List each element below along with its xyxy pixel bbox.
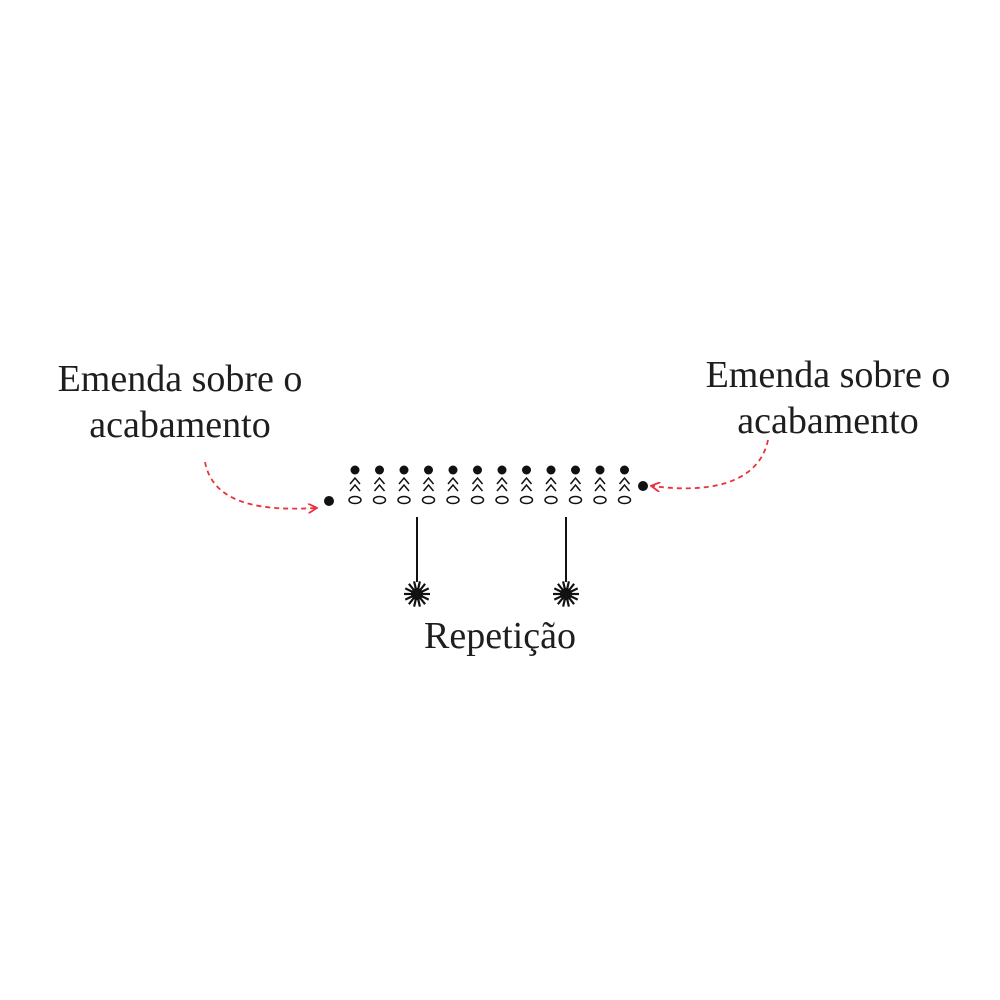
stitch-column <box>568 465 583 505</box>
stitch-column <box>348 465 362 505</box>
chain-oval-icon <box>593 495 607 505</box>
increase-caret-icon <box>422 483 435 492</box>
chain-oval-icon <box>544 495 558 505</box>
slip-stitch-dot-icon <box>448 465 458 475</box>
repeat-starburst-icon-left <box>404 581 430 607</box>
stitch-column <box>544 465 558 505</box>
increase-caret-icon <box>594 483 606 492</box>
repeat-starburst-icon-right <box>553 581 579 607</box>
stitch-column <box>421 465 436 505</box>
increase-caret-icon <box>373 483 386 492</box>
slip-stitch-dot-icon <box>473 465 482 475</box>
increase-caret-icon <box>569 483 582 492</box>
slip-stitch-dot-icon <box>497 465 507 475</box>
increase-caret-icon <box>618 483 631 492</box>
stitch-row <box>348 465 632 505</box>
right-annotation-label: Emenda sobre o acabamento <box>678 352 978 444</box>
increase-caret-icon <box>398 483 410 492</box>
increase-caret-icon <box>398 476 410 485</box>
slip-stitch-dot-icon <box>522 465 531 475</box>
increase-caret-icon <box>520 476 533 485</box>
chain-oval-icon <box>519 495 534 505</box>
stitch-column <box>593 465 607 505</box>
chain-oval-icon <box>421 495 436 505</box>
chain-oval-icon <box>495 495 509 505</box>
right-join-dot <box>638 481 648 491</box>
chain-oval-icon <box>617 495 632 505</box>
stitch-column <box>617 465 632 505</box>
slip-stitch-dot-icon <box>399 465 409 475</box>
increase-caret-icon <box>545 476 557 485</box>
increase-caret-icon <box>569 476 582 485</box>
increase-caret-icon <box>471 483 484 492</box>
chain-oval-icon <box>446 495 460 505</box>
right-annotation-line-1: Emenda sobre o <box>705 354 951 396</box>
increase-caret-icon <box>349 476 361 485</box>
increase-caret-icon <box>447 483 459 492</box>
chain-oval-icon <box>470 495 485 505</box>
increase-caret-icon <box>373 476 386 485</box>
increase-caret-icon <box>349 483 361 492</box>
increase-caret-icon <box>422 476 435 485</box>
chain-oval-icon <box>568 495 583 505</box>
chain-oval-icon <box>348 495 362 505</box>
repeat-label: Repetição <box>424 615 576 657</box>
left-join-dot <box>324 496 334 506</box>
left-annotation-line-1: Emenda sobre o <box>57 358 303 400</box>
left-dashed-arrow <box>204 461 316 509</box>
stitch-column <box>495 465 509 505</box>
slip-stitch-dot-icon <box>375 465 384 475</box>
increase-caret-icon <box>545 483 557 492</box>
increase-caret-icon <box>594 476 606 485</box>
slip-stitch-dot-icon <box>595 465 605 475</box>
slip-stitch-dot-icon <box>350 465 360 475</box>
increase-caret-icon <box>447 476 459 485</box>
increase-caret-icon <box>618 476 631 485</box>
stitch-column <box>519 465 534 505</box>
left-annotation-label: Emenda sobre o acabamento <box>30 356 330 448</box>
slip-stitch-dot-icon <box>620 465 629 475</box>
slip-stitch-dot-icon <box>424 465 433 475</box>
left-annotation-line-2: acabamento <box>89 404 271 446</box>
slip-stitch-dot-icon <box>546 465 556 475</box>
right-dashed-arrow <box>652 439 769 488</box>
stitch-column <box>372 465 387 505</box>
increase-caret-icon <box>496 483 508 492</box>
increase-caret-icon <box>520 483 533 492</box>
increase-caret-icon <box>496 476 508 485</box>
chain-oval-icon <box>397 495 411 505</box>
stitch-column <box>446 465 460 505</box>
stitch-column <box>397 465 411 505</box>
right-annotation-line-2: acabamento <box>737 400 919 442</box>
stitch-column <box>470 465 485 505</box>
slip-stitch-dot-icon <box>571 465 580 475</box>
chain-oval-icon <box>372 495 387 505</box>
increase-caret-icon <box>471 476 484 485</box>
